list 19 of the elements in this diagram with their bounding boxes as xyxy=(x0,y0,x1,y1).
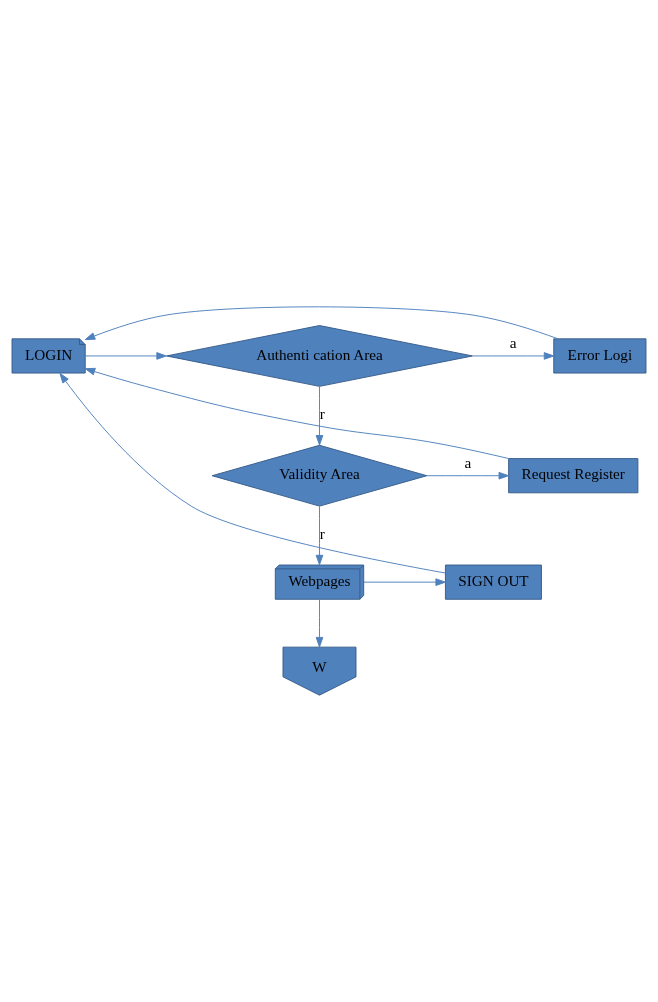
edge-label: a xyxy=(509,334,517,352)
node-diamond: Authenti cation Area xyxy=(166,325,473,387)
arrow xyxy=(472,352,555,360)
edge-label: r xyxy=(319,525,325,543)
arrow xyxy=(426,471,509,480)
node-diamond: Validity Area xyxy=(211,444,428,507)
node-box: Request Register xyxy=(508,458,639,494)
arrow xyxy=(84,306,559,341)
edge-label: a xyxy=(464,453,472,471)
arrow xyxy=(363,578,446,586)
node-box: Error Logi xyxy=(553,338,647,374)
arrow xyxy=(315,505,324,566)
edge-label: r xyxy=(319,405,325,423)
arrow xyxy=(84,367,510,460)
node-box: SIGN OUT xyxy=(444,564,542,600)
arrow xyxy=(315,598,324,648)
arrow xyxy=(315,386,324,446)
arrow xyxy=(59,372,446,574)
arrow xyxy=(84,352,167,360)
